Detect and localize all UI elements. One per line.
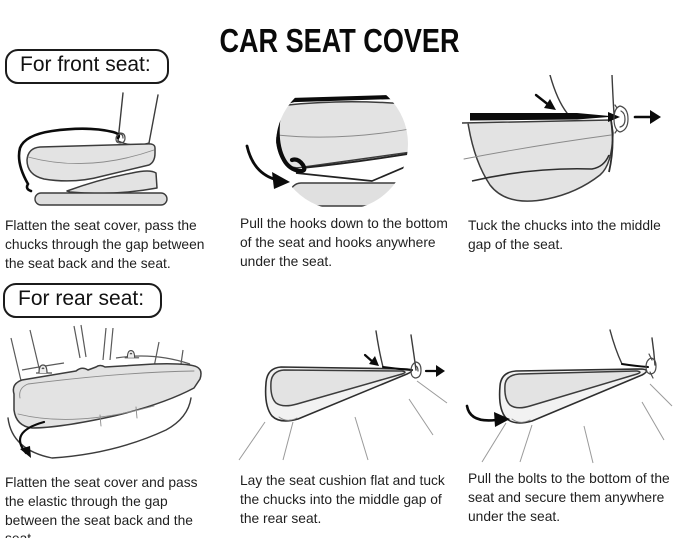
page-title: CAR SEAT COVER <box>219 22 460 60</box>
step-caption-front-2: Pull the hooks down to the bottom of the… <box>240 216 448 269</box>
seat-back <box>117 92 159 146</box>
seat-cushion <box>462 119 614 202</box>
illustration-front-step2 <box>245 93 408 207</box>
illustration-front-step1 <box>17 92 168 206</box>
floor-lines <box>481 383 673 464</box>
illustration-rear-step2 <box>238 330 448 461</box>
illustration-front-step3 <box>462 75 661 202</box>
curved-arrow-icon <box>245 144 290 189</box>
right-arrow-icon <box>424 365 445 377</box>
seat-cushion-top <box>270 369 406 407</box>
seat-back <box>549 75 615 115</box>
floor-rail <box>289 182 408 207</box>
floor-rail <box>34 192 168 206</box>
swirl-chuck-icon <box>645 353 657 379</box>
step-caption-rear-2: Lay the seat cushion flat and tuck the c… <box>240 473 445 526</box>
seat-back <box>609 329 656 366</box>
section-label-rear-seat: For rear seat: <box>3 283 163 318</box>
right-arrow-icon <box>633 110 661 124</box>
seat-cover-strap <box>17 127 121 193</box>
step-caption-rear-1: Flatten the seat cover and pass the elas… <box>5 475 198 538</box>
step-caption-rear-3: Pull the bolts to the bottom of the seat… <box>468 471 670 524</box>
buckle-latch-icon <box>36 350 140 374</box>
section-label-front-seat: For front seat: <box>5 49 169 84</box>
down-right-arrow-icon <box>534 93 556 110</box>
floor-lines <box>238 380 448 461</box>
down-right-arrow-icon <box>363 353 379 366</box>
strap-into-gap <box>382 366 413 371</box>
swirl-chuck-icon <box>410 361 422 379</box>
seat-cushion <box>276 101 408 169</box>
strap-into-gap <box>621 363 649 368</box>
seat-back <box>375 330 417 371</box>
illustration-rear-step3 <box>465 329 673 464</box>
elastic-strap-arrow <box>18 420 46 458</box>
step-caption-front-1: Flatten the seat cover, pass the chucks … <box>5 218 205 271</box>
seat-cushion <box>26 143 156 182</box>
swirl-chuck-icon <box>115 132 126 144</box>
illustration-rear-step1 <box>7 324 202 459</box>
swirl-chuck-icon <box>613 104 629 134</box>
step-caption-front-3: Tuck the chucks into the middle gap of t… <box>468 218 661 252</box>
under-seat-gap <box>296 158 408 181</box>
seat-cushion-top <box>504 370 641 409</box>
curved-arrow-icon <box>465 404 510 427</box>
